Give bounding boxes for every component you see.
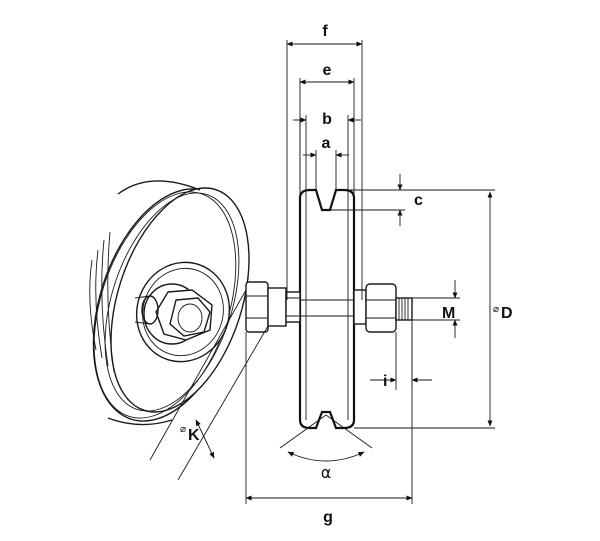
label-e: e [323,62,332,79]
label-c: c [414,192,423,209]
label-alpha: α [321,463,332,482]
label-K: K [188,427,200,444]
groove-shading [89,231,115,373]
dimension-labels: f e b a c M ⌀ D i ⌀ K α g [180,23,513,526]
label-D: D [501,305,513,322]
label-i: i [383,373,387,390]
dimension-lines [149,40,495,504]
label-D-diameter-symbol: ⌀ [493,304,499,315]
label-f: f [322,23,328,40]
wheel-section-view [245,120,413,430]
label-K-diameter-symbol: ⌀ [180,424,186,435]
wheel-perspective-view [89,180,250,426]
label-b: b [322,111,332,128]
label-g: g [323,509,333,526]
label-M: M [442,305,455,322]
label-a: a [322,135,331,152]
